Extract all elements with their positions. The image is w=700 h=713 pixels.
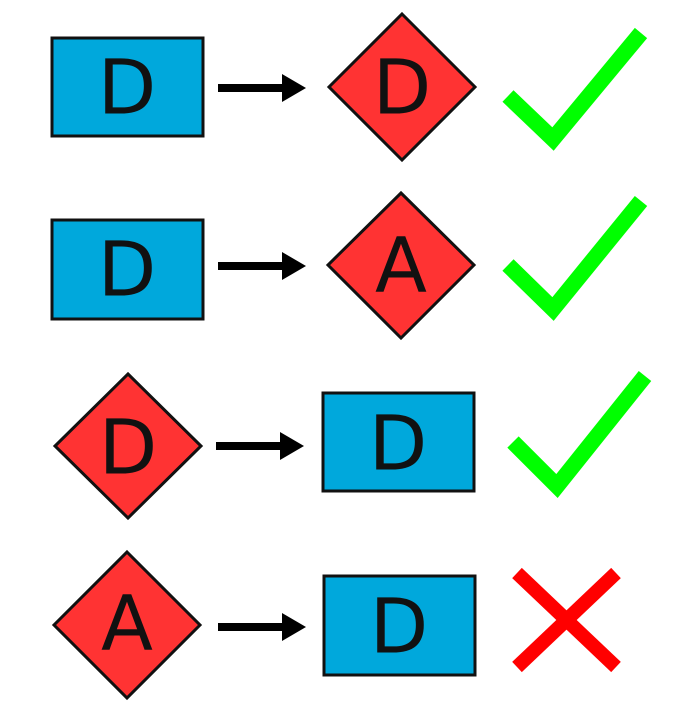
row-3-from-diamond: D xyxy=(52,371,204,521)
cross-icon xyxy=(512,567,621,673)
row-1-from-letter: D xyxy=(98,43,157,132)
row-2: D A xyxy=(50,190,648,341)
rectangle-shape xyxy=(321,391,476,493)
row-2-to-letter: A xyxy=(375,221,427,310)
diamond-shape xyxy=(325,190,477,341)
row-1-arrow xyxy=(218,74,306,102)
arrow-head xyxy=(282,74,306,102)
row-3-to-rectangle: D xyxy=(321,391,476,493)
row-2-to-diamond: A xyxy=(325,190,477,341)
row-3-arrow xyxy=(216,432,304,460)
row-1-from-rectangle: D xyxy=(50,36,205,138)
row-4: A D xyxy=(51,549,621,701)
row-1: D D xyxy=(50,11,648,163)
row-3-to-letter: D xyxy=(369,399,428,488)
row-4-from-diamond: A xyxy=(51,549,203,701)
row-2-arrow xyxy=(218,252,306,280)
row-1-to-letter: D xyxy=(373,43,432,132)
arrow-head xyxy=(282,613,306,641)
row-4-arrow xyxy=(218,613,306,641)
row-3-from-letter: D xyxy=(99,403,158,492)
arrow-head xyxy=(282,252,306,280)
diamond-shape xyxy=(326,11,478,163)
rectangle-shape xyxy=(50,218,205,321)
arrow-head xyxy=(280,432,304,460)
rectangle-shape xyxy=(322,574,477,677)
diamond-shape xyxy=(51,549,203,701)
check-icon xyxy=(507,371,652,498)
row-2-from-rectangle: D xyxy=(50,218,205,321)
row-3: D D xyxy=(52,371,652,521)
rectangle-shape xyxy=(50,36,205,138)
check-icon xyxy=(502,27,648,151)
row-4-from-letter: A xyxy=(101,579,153,668)
cross-stroke xyxy=(512,567,621,673)
row-1-to-diamond: D xyxy=(326,11,478,163)
row-4-to-letter: D xyxy=(370,582,429,671)
row-4-to-rectangle: D xyxy=(322,574,477,677)
row-2-from-letter: D xyxy=(98,225,157,314)
check-icon xyxy=(502,195,648,321)
diamond-shape xyxy=(52,371,204,521)
